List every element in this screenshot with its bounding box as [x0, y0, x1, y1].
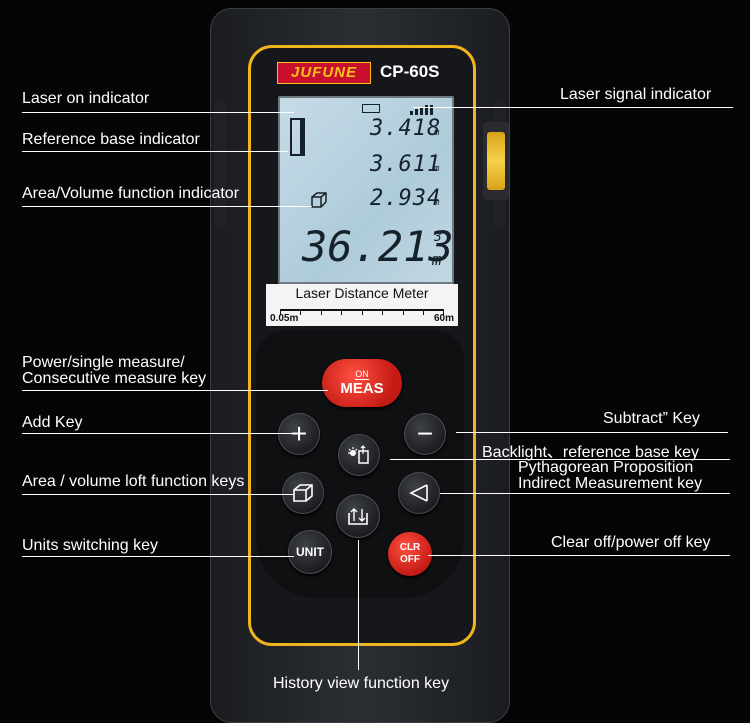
label-backlight: Backlight、reference base key	[482, 444, 700, 461]
label-reference-base: Reference base indicator	[22, 131, 200, 148]
lcd-screen: 3.418 3.611 2.934 m m m 36.213 3 m	[278, 96, 454, 284]
meas-on-label: ON	[355, 369, 369, 380]
clr-label: CLR	[399, 542, 421, 553]
clear-off-button[interactable]: CLR OFF	[388, 532, 432, 576]
leader-backlight	[390, 459, 730, 460]
bubble-level	[483, 122, 509, 200]
ruler-scale	[280, 309, 444, 315]
label-subtract: Subtract” Key	[603, 410, 700, 427]
subtract-button[interactable]: −	[404, 413, 446, 455]
leader-units	[22, 556, 294, 557]
signal-bars-icon	[410, 102, 440, 120]
label-laser-signal: Laser signal indicator	[560, 86, 712, 103]
backlight-icon	[348, 445, 369, 464]
pythagorean-button[interactable]	[398, 472, 440, 514]
label-pythagorean: Pythagorean Proposition Indirect Measure…	[518, 460, 702, 492]
backlight-button[interactable]	[338, 434, 380, 476]
lcd-unit-1: m	[434, 128, 441, 138]
lcd-unit-3: m	[434, 198, 441, 208]
triangle-icon	[409, 484, 428, 502]
leader-reference-base	[22, 151, 288, 152]
label-pythagorean-line2: Indirect Measurement key	[518, 475, 703, 492]
add-button[interactable]: +	[278, 413, 320, 455]
leader-history	[358, 540, 359, 670]
ruler-end-label: 60m	[434, 313, 455, 324]
label-power-measure-line2: Consecutive measure key	[22, 370, 207, 387]
area-volume-button[interactable]	[282, 472, 324, 514]
leader-add	[22, 433, 300, 434]
battery-icon	[362, 104, 380, 113]
label-clear-off: Clear off/power off key	[551, 534, 711, 551]
lcd-main-unit-top: 3	[434, 230, 443, 245]
history-icon	[348, 508, 368, 525]
label-history: History view function key	[273, 675, 450, 692]
label-area-volume: Area/Volume function indicator	[22, 185, 240, 202]
leader-laser-on	[22, 112, 294, 113]
leader-subtract	[456, 432, 728, 433]
leader-area-loft	[22, 494, 294, 495]
panel-title: Laser Distance Meter	[295, 285, 429, 301]
model-name: CP-60S	[380, 62, 440, 81]
lcd-line-1: 3.418	[370, 116, 442, 141]
label-power-measure-line1: Power/single measure/	[22, 354, 185, 371]
leader-laser-signal	[413, 107, 733, 108]
brand-logo: JUFUNE	[277, 62, 371, 84]
label-area-loft: Area / volume loft function keys	[22, 473, 245, 490]
leader-pythagorean	[440, 493, 730, 494]
label-units: Units switching key	[22, 537, 159, 554]
lcd-unit-2: m	[434, 164, 441, 174]
leader-power-measure	[22, 390, 328, 391]
side-grip-left	[214, 100, 226, 230]
reference-base-icon	[290, 118, 305, 156]
meas-button[interactable]: ON MEAS	[322, 359, 402, 407]
ruler-start-label: 0.05m	[270, 313, 299, 324]
leader-area-volume	[22, 206, 312, 207]
cube-icon	[293, 484, 313, 502]
unit-button[interactable]: UNIT	[288, 530, 332, 574]
label-power-measure: Power/single measure/ Consecutive measur…	[22, 355, 206, 387]
lcd-line-3: 2.934	[370, 186, 442, 211]
lcd-main-reading: 36.213	[302, 222, 454, 271]
label-laser-on: Laser on indicator	[22, 90, 150, 107]
ruler-panel	[266, 284, 458, 326]
lcd-main-unit-bottom: m	[432, 250, 443, 269]
area-volume-icon	[310, 192, 328, 213]
lcd-line-2: 3.611	[370, 152, 442, 177]
label-pythagorean-line1: Pythagorean Proposition	[518, 459, 694, 476]
off-label: OFF	[400, 554, 420, 565]
leader-clear-off	[428, 555, 730, 556]
meas-label: MEAS	[340, 380, 384, 397]
history-button[interactable]	[336, 494, 380, 538]
label-add: Add Key	[22, 414, 83, 431]
